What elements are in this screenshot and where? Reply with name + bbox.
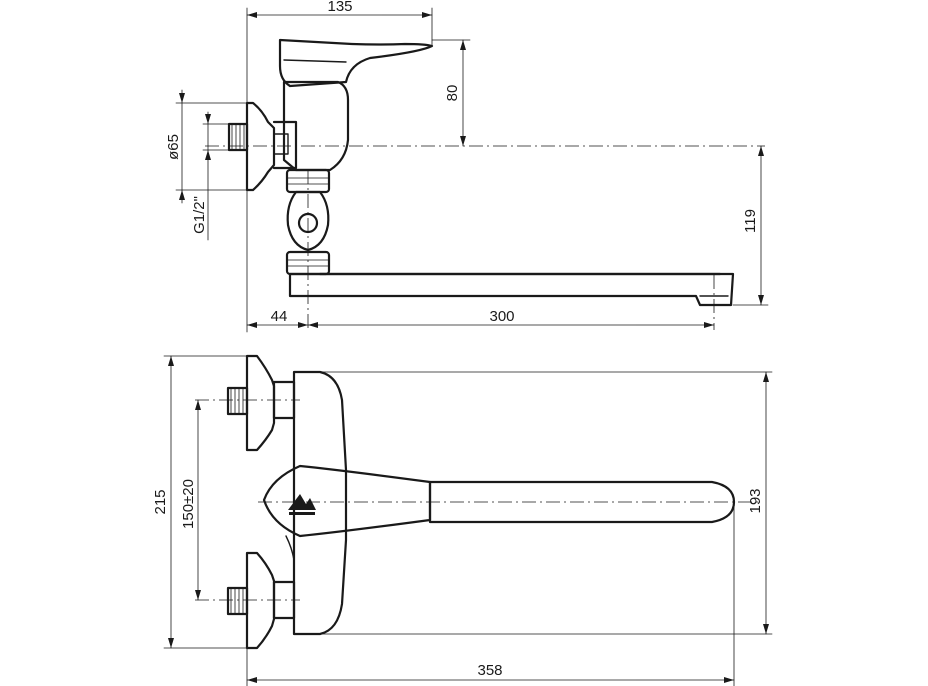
plan-body: [292, 370, 348, 636]
mixer-body: [282, 80, 350, 172]
lever-cap-line: [283, 59, 347, 63]
dim-label-spout-length: 300: [489, 308, 514, 325]
lever-recess: [285, 535, 295, 561]
dim-label-handle-height: 80: [444, 85, 461, 102]
upper-thread: [226, 386, 249, 416]
dim-label-flange-diameter: ø65: [165, 134, 182, 160]
dim-44-300: [246, 189, 715, 333]
dim-65: [175, 89, 254, 204]
dim-193: [319, 371, 773, 635]
brand-logo-icon: [288, 494, 316, 515]
lever-handle: [278, 38, 434, 88]
dim-label-top-width: 135: [327, 0, 352, 15]
spout: [288, 272, 735, 307]
inlet-thread: [227, 122, 249, 152]
dim-label-wall-offset: 44: [271, 308, 288, 325]
upper-flange: [245, 354, 276, 452]
dim-150: [195, 399, 201, 601]
dim-135: [246, 7, 433, 104]
dim-80: [431, 39, 471, 147]
dim-label-plan-depth: 193: [747, 488, 764, 513]
dim-label-overall-height: 215: [152, 489, 169, 514]
upper-thread-hatch: [230, 387, 244, 415]
lower-thread: [226, 586, 249, 616]
dim-label-overall-length: 358: [477, 662, 502, 679]
dim-label-spout-drop: 119: [742, 209, 759, 233]
dim-label-thread: G1/2": [191, 196, 208, 234]
dim-thread: [202, 111, 230, 241]
connector-nut: [273, 133, 289, 155]
wall-flange: [245, 101, 276, 192]
lower-flange: [245, 551, 276, 650]
dim-215: [163, 355, 258, 649]
dim-119: [732, 145, 769, 306]
lower-thread-hatch: [230, 587, 244, 615]
plan-view: 215 150±20 193 358: [152, 354, 773, 686]
dim-358: [246, 503, 735, 686]
dim-label-inlet-spacing: 150±20: [180, 479, 197, 529]
side-elevation-view: 135 80 ø65 G1/2": [165, 0, 769, 333]
